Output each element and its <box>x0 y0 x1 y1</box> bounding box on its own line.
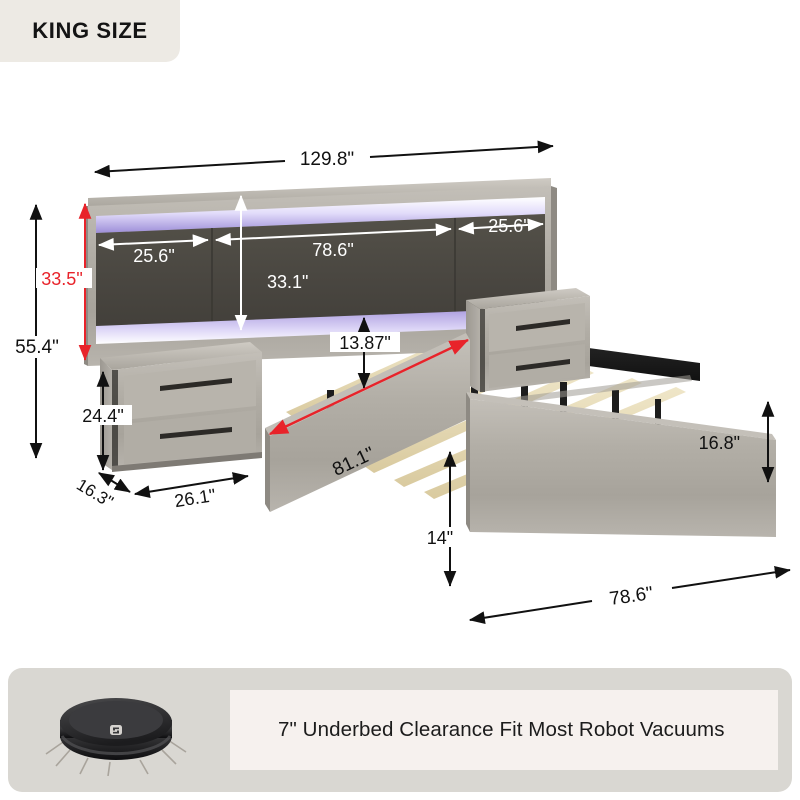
dim-label-33-5: 33.5" <box>41 269 82 289</box>
dim-footboard-height: 16.8" <box>699 400 775 483</box>
led-strip-bottom <box>96 308 545 344</box>
dim-label-78-6-foot: 78.6" <box>608 583 654 610</box>
bed-diagram: 129.8" 55.4" 55.4" 33.5" 25.6" <box>6 140 791 625</box>
dim-overall-width: 129.8" <box>93 140 554 178</box>
nightstand-left-drawer-bottom <box>124 410 256 464</box>
robot-vacuum-icon <box>45 698 187 776</box>
dim-label-25-6-right: 25.6" <box>488 216 529 236</box>
dim-label-16-8: 16.8" <box>699 433 740 453</box>
size-badge-label: KING SIZE <box>32 18 148 43</box>
size-badge: KING SIZE <box>0 0 180 62</box>
dim-label-24-4: 24.4" <box>82 406 123 426</box>
drawer-handle <box>516 319 570 331</box>
drawer-handle <box>160 378 232 391</box>
dim-headboard-right-panel: 25.6" <box>457 216 544 236</box>
drawer-handle <box>516 359 570 371</box>
dim-label-13-87: 13.87" <box>339 333 390 353</box>
nightstand-right <box>466 288 590 392</box>
underbed-clearance-text-panel: 7" Underbed Clearance Fit Most Robot Vac… <box>230 690 778 770</box>
footboard-face <box>470 399 776 537</box>
dim-label-55-4-text: 55.4" <box>15 337 59 358</box>
dimension-annotations: 129.8" 55.4" 55.4" 33.5" 25.6" <box>6 140 791 625</box>
dim-nightstand-depth: 16.3" <box>73 472 131 512</box>
dim-nightstand-height: 24.4" <box>74 370 132 471</box>
dim-headboard-center-panel: 78.6" <box>214 223 452 260</box>
dim-label-78-6-head: 78.6" <box>312 240 353 260</box>
dim-overall-height: 55.4" 55.4" <box>6 203 68 459</box>
footboard <box>466 392 776 537</box>
dim-headboard-left-panel: 25.6" <box>97 234 209 266</box>
dim-label-33-1: 33.1" <box>267 272 308 292</box>
dim-label-26-1: 26.1" <box>173 485 217 511</box>
dim-label-25-6-left: 25.6" <box>133 246 174 266</box>
dim-footboard-width: 78.6" <box>468 565 791 625</box>
dim-side-rail-height: 14" <box>420 450 462 587</box>
dim-label-14: 14" <box>427 528 453 548</box>
underbed-clearance-banner: 7" Underbed Clearance Fit Most Robot Vac… <box>8 668 792 792</box>
drawer-handle <box>160 427 232 439</box>
dim-nightstand-width: 26.1" <box>133 472 249 511</box>
dim-headboard-panel-height: 33.1" <box>234 194 308 331</box>
dim-headboard-height: 33.5" <box>36 202 92 361</box>
nightstand-left-drawer-top <box>124 360 256 420</box>
led-strip-top <box>96 197 545 233</box>
dim-label-129-8: 129.8" <box>300 149 354 170</box>
underbed-clearance-label: 7" Underbed Clearance Fit Most Robot Vac… <box>278 718 725 741</box>
